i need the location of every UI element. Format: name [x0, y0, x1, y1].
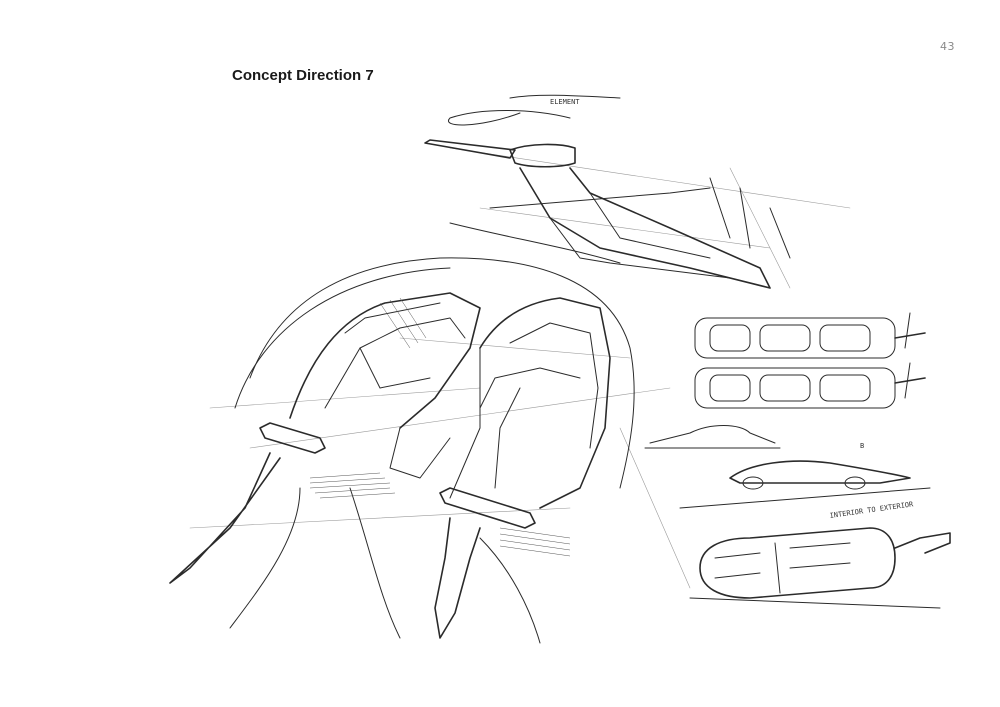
note-element: ELEMENT [550, 98, 580, 106]
twin-seat-sketch [169, 257, 635, 644]
plan-view-sketches [694, 312, 926, 409]
note-interior-to-exterior: INTERIOR TO EXTERIOR [829, 500, 914, 520]
page-title: Concept Direction 7 [232, 67, 374, 84]
concept-sketch-illustration: ELEMENT [150, 88, 955, 648]
page-number: 43 [940, 40, 955, 53]
side-view-sketches: B [644, 425, 911, 490]
capsule-sketch: INTERIOR TO EXTERIOR [679, 487, 951, 609]
top-element-sketch: ELEMENT [424, 94, 791, 289]
shadow-hatching [309, 297, 571, 557]
note-marker: B [860, 442, 864, 450]
